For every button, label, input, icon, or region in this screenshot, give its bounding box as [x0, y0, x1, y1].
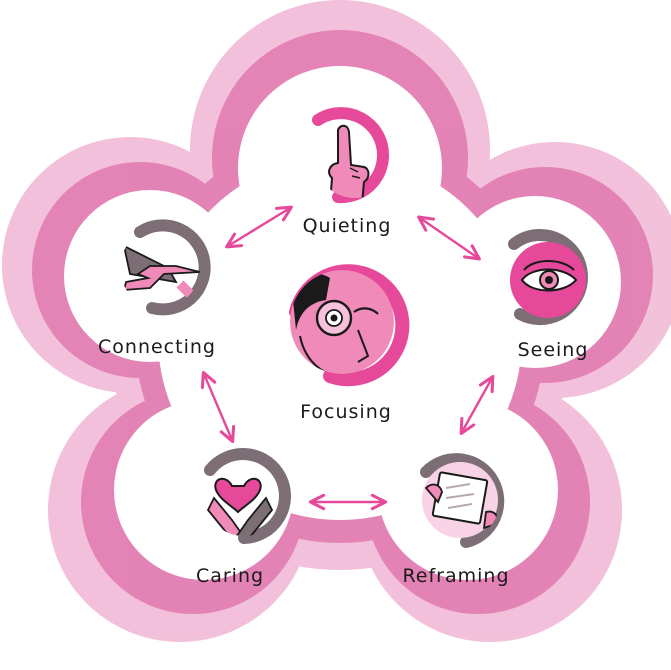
hands-frame-icon: [422, 462, 498, 538]
node-connecting-label: Connecting: [98, 336, 216, 358]
node-seeing: Seeing: [510, 235, 588, 361]
node-seeing-label: Seeing: [518, 339, 589, 361]
eye-icon: [510, 242, 586, 318]
node-reframing-label: Reframing: [402, 565, 509, 587]
node-caring-label: Caring: [196, 565, 264, 587]
node-focusing-label: Focusing: [300, 401, 392, 423]
node-quieting-label: Quieting: [303, 215, 392, 237]
node-focusing: Focusing: [290, 270, 402, 423]
